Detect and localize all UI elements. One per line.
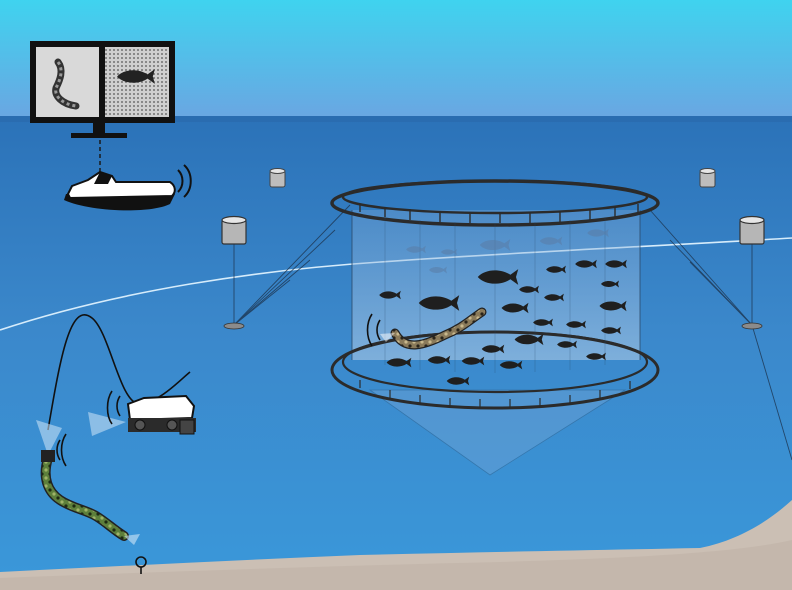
anchor-plate-left bbox=[223, 322, 245, 330]
remotely-operated-vehicle bbox=[88, 390, 196, 436]
snake-free-light-beam bbox=[36, 420, 62, 455]
snake-cage-signal-icon bbox=[366, 313, 381, 347]
snake-cage-light-icon bbox=[380, 333, 395, 342]
sea-surface-band bbox=[0, 116, 792, 122]
mooring-float-3 bbox=[221, 215, 247, 245]
cage-top-ring-posts bbox=[359, 204, 639, 223]
mooring-lines bbox=[233, 204, 792, 461]
anchor-plate-right bbox=[741, 322, 763, 330]
mooring-float-1 bbox=[269, 168, 286, 188]
vessel-signal-icon bbox=[177, 164, 192, 198]
snake-robot-inside-cage bbox=[366, 307, 487, 350]
seabed-sensor-pin bbox=[135, 556, 147, 574]
cage-net-cone bbox=[368, 389, 627, 476]
snake-free-signal-icon bbox=[56, 433, 67, 467]
snake-tail-light-beam bbox=[124, 534, 140, 545]
mooring-float-4 bbox=[739, 215, 765, 245]
unmanned-surface-vessel bbox=[64, 164, 192, 211]
rov-light-beam bbox=[88, 412, 126, 436]
monitor-display bbox=[30, 41, 175, 138]
cage-bottom-ring-posts bbox=[359, 380, 631, 408]
seabed-shadow bbox=[0, 540, 792, 590]
rov-signal-icon bbox=[106, 390, 121, 425]
monitor-stand bbox=[71, 133, 127, 138]
mooring-float-2 bbox=[699, 168, 716, 188]
cage-top-ring-inner bbox=[341, 179, 649, 215]
snake-robot-swimming bbox=[36, 420, 140, 545]
monitor-neck bbox=[93, 123, 105, 133]
